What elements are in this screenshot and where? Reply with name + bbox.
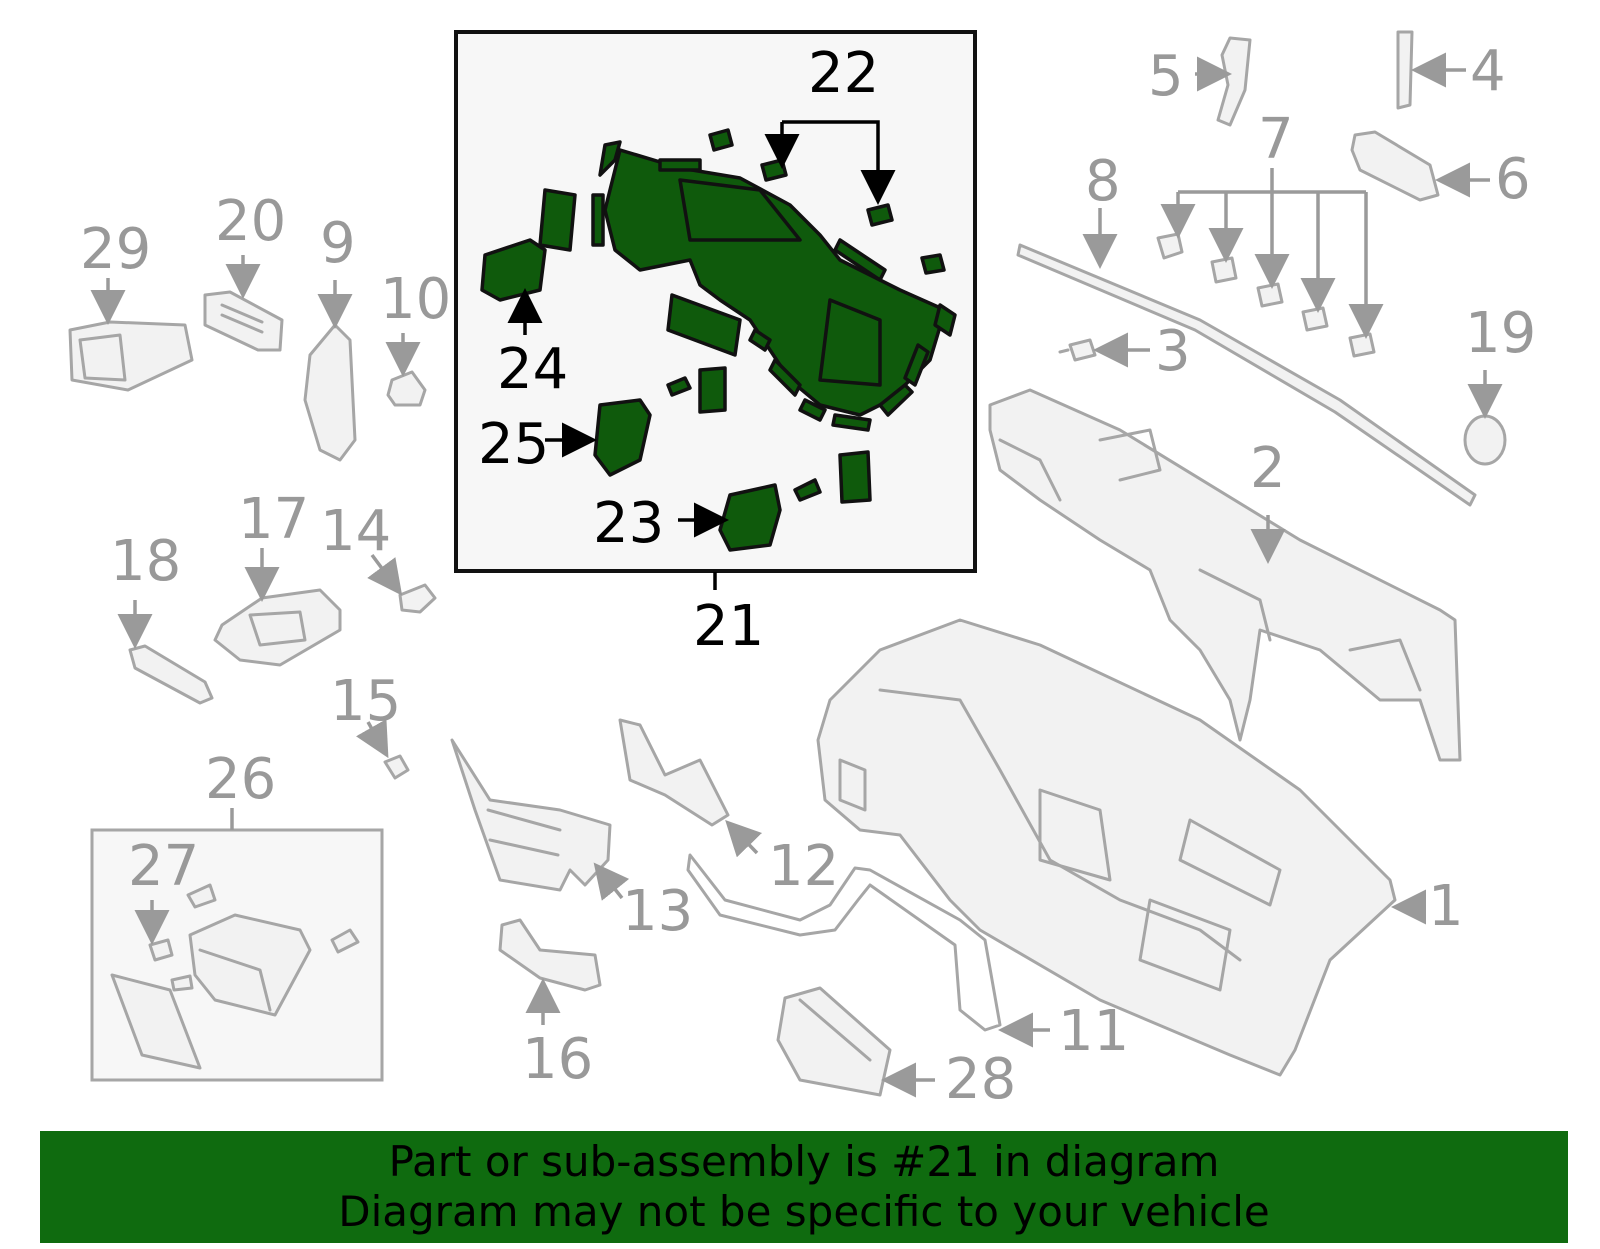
callout-2: 2 xyxy=(1250,436,1286,501)
callout-6: 6 xyxy=(1495,147,1531,212)
part-26-group[interactable] xyxy=(90,808,384,1082)
callout-14: 14 xyxy=(320,499,391,564)
callout-18: 18 xyxy=(110,529,181,594)
callout-29: 29 xyxy=(80,217,151,282)
callout-7: 7 xyxy=(1258,107,1294,172)
part-14[interactable] xyxy=(367,553,437,614)
part-19[interactable] xyxy=(1463,370,1507,466)
callout-23: 23 xyxy=(593,491,664,556)
callout-26: 26 xyxy=(205,747,276,812)
part-28[interactable] xyxy=(776,986,935,1098)
callout-15: 15 xyxy=(330,669,401,734)
part-10[interactable] xyxy=(385,333,427,407)
part-21-highlight-box[interactable] xyxy=(454,30,977,590)
callout-1: 1 xyxy=(1428,874,1464,939)
part-23-vent xyxy=(718,483,782,552)
callout-13: 13 xyxy=(622,879,693,944)
part-16[interactable] xyxy=(498,918,602,1025)
callout-16: 16 xyxy=(522,1027,593,1092)
callout-12: 12 xyxy=(768,834,839,899)
callout-19: 19 xyxy=(1465,301,1536,366)
info-banner: Part or sub-assembly is #21 in diagram D… xyxy=(40,1131,1568,1243)
part-1[interactable] xyxy=(816,618,1426,1077)
part-2[interactable] xyxy=(988,388,1462,762)
part-9[interactable] xyxy=(303,280,357,462)
banner-line-2: Diagram may not be specific to your vehi… xyxy=(338,1187,1270,1236)
part-17[interactable] xyxy=(213,548,342,667)
callout-28: 28 xyxy=(945,1047,1016,1112)
callout-17: 17 xyxy=(238,487,309,552)
callout-10: 10 xyxy=(380,267,451,332)
part-13[interactable] xyxy=(450,738,630,901)
part-11[interactable] xyxy=(686,853,1050,1048)
callout-8: 8 xyxy=(1085,149,1121,214)
part-6[interactable] xyxy=(1350,130,1490,202)
callout-24: 24 xyxy=(497,337,568,402)
part-20[interactable] xyxy=(203,255,284,352)
part-7[interactable] xyxy=(1156,168,1384,358)
callout-4: 4 xyxy=(1470,39,1506,104)
callout-25: 25 xyxy=(478,412,549,477)
callout-11: 11 xyxy=(1058,999,1129,1064)
part-3[interactable] xyxy=(1058,332,1150,368)
callout-22: 22 xyxy=(808,41,879,106)
callout-21: 21 xyxy=(693,594,764,659)
callout-9: 9 xyxy=(320,211,356,276)
callout-5: 5 xyxy=(1148,44,1184,109)
part-29[interactable] xyxy=(68,278,194,392)
part-12[interactable] xyxy=(618,718,763,858)
part-15[interactable] xyxy=(355,719,410,780)
part-8[interactable] xyxy=(1016,208,1477,507)
part-5[interactable] xyxy=(1195,36,1252,127)
callout-20: 20 xyxy=(215,189,286,254)
callout-27: 27 xyxy=(128,834,199,899)
callout-3: 3 xyxy=(1155,319,1191,384)
part-18[interactable] xyxy=(117,600,214,705)
part-4[interactable] xyxy=(1396,30,1466,110)
banner-line-1: Part or sub-assembly is #21 in diagram xyxy=(388,1137,1220,1186)
